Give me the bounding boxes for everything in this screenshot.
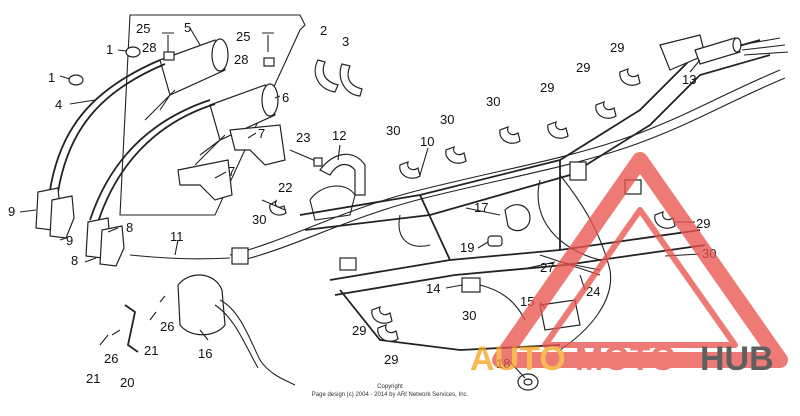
callout-29: 29 (384, 352, 398, 367)
callout-29: 29 (696, 216, 710, 231)
callout-7: 7 (258, 126, 265, 141)
callout-21: 21 (144, 343, 158, 358)
callout-26: 26 (104, 351, 118, 366)
callout-5: 5 (184, 20, 191, 35)
callout-30: 30 (486, 94, 500, 109)
sleeve-13 (694, 37, 789, 65)
cable-11 (129, 254, 231, 260)
clamp-2 (314, 59, 339, 93)
ignition-coil-6 (194, 83, 279, 166)
copyright-line-1: Copyright (377, 384, 403, 390)
callout-10: 10 (420, 134, 434, 149)
copyright-line-2: Page design (c) 2004 - 2014 by ARI Netwo… (312, 392, 469, 398)
cap-19 (487, 235, 503, 247)
callout-4: 4 (55, 97, 62, 112)
coil-group-outline (119, 14, 306, 216)
callout-1: 1 (106, 42, 113, 57)
watermark-hub: HUB (700, 340, 774, 378)
callout-30: 30 (252, 212, 266, 227)
bolts-22-23 (261, 149, 323, 211)
callout-9: 9 (66, 233, 73, 248)
callout-2: 2 (320, 23, 327, 38)
callout-30: 30 (386, 123, 400, 138)
callout-19: 19 (460, 240, 474, 255)
callout-29: 29 (576, 60, 590, 75)
callout-27: 27 (540, 260, 554, 275)
watermark-auto: AUTO (470, 340, 566, 378)
harness-bands-30 (269, 125, 521, 216)
callout-16: 16 (198, 346, 212, 361)
callout-29: 29 (540, 80, 554, 95)
callout-3: 3 (342, 34, 349, 49)
grommet-18 (517, 373, 539, 391)
grommets-1 (68, 46, 141, 86)
callout-20: 20 (120, 375, 134, 390)
automotohub-watermark-logo: AUTO MOTO HUB (470, 152, 788, 378)
bracket-12 (319, 153, 366, 196)
callout-26: 26 (160, 319, 174, 334)
callout-30: 30 (440, 112, 454, 127)
callout-23: 23 (296, 130, 310, 145)
callout-1: 1 (48, 70, 55, 85)
plug-caps-9 (35, 187, 125, 267)
callout-25: 25 (136, 21, 150, 36)
callout-12: 12 (332, 128, 346, 143)
callout-28: 28 (142, 40, 156, 55)
watermark-moto: MOTO (575, 340, 676, 378)
bolts-21-26 (99, 295, 166, 346)
clamp-3 (339, 63, 363, 97)
coil-bracket-7 (177, 124, 286, 201)
main-wiring-harness (229, 69, 786, 351)
regulator-16 (177, 274, 296, 386)
callout-14: 14 (426, 281, 440, 296)
harness-bands-29 (371, 67, 676, 342)
callout-28: 28 (234, 52, 248, 67)
callout-22: 22 (278, 180, 292, 195)
harness-connectors (231, 161, 642, 271)
callout-11: 11 (170, 229, 184, 244)
callout-13: 13 (682, 72, 696, 87)
callout-25: 25 (236, 29, 250, 44)
spark-plug-wires-4 (49, 59, 216, 223)
callout-29: 29 (610, 40, 624, 55)
ignition-coil-5 (144, 38, 229, 121)
callout-17: 17 (474, 200, 488, 215)
callout-24: 24 (586, 284, 600, 299)
callout-8: 8 (71, 253, 78, 268)
sensor-17 (504, 204, 531, 232)
callout-8: 8 (126, 220, 133, 235)
callout-29: 29 (352, 323, 366, 338)
nuts-28 (163, 51, 275, 67)
callout-21: 21 (86, 371, 100, 386)
callout-9: 9 (8, 204, 15, 219)
triangle-logo-icon (492, 152, 788, 368)
bracket-20 (124, 304, 139, 353)
callout-30: 30 (462, 308, 476, 323)
callout-7: 7 (228, 164, 235, 179)
callout-6: 6 (282, 90, 289, 105)
bolts-25 (162, 32, 274, 52)
